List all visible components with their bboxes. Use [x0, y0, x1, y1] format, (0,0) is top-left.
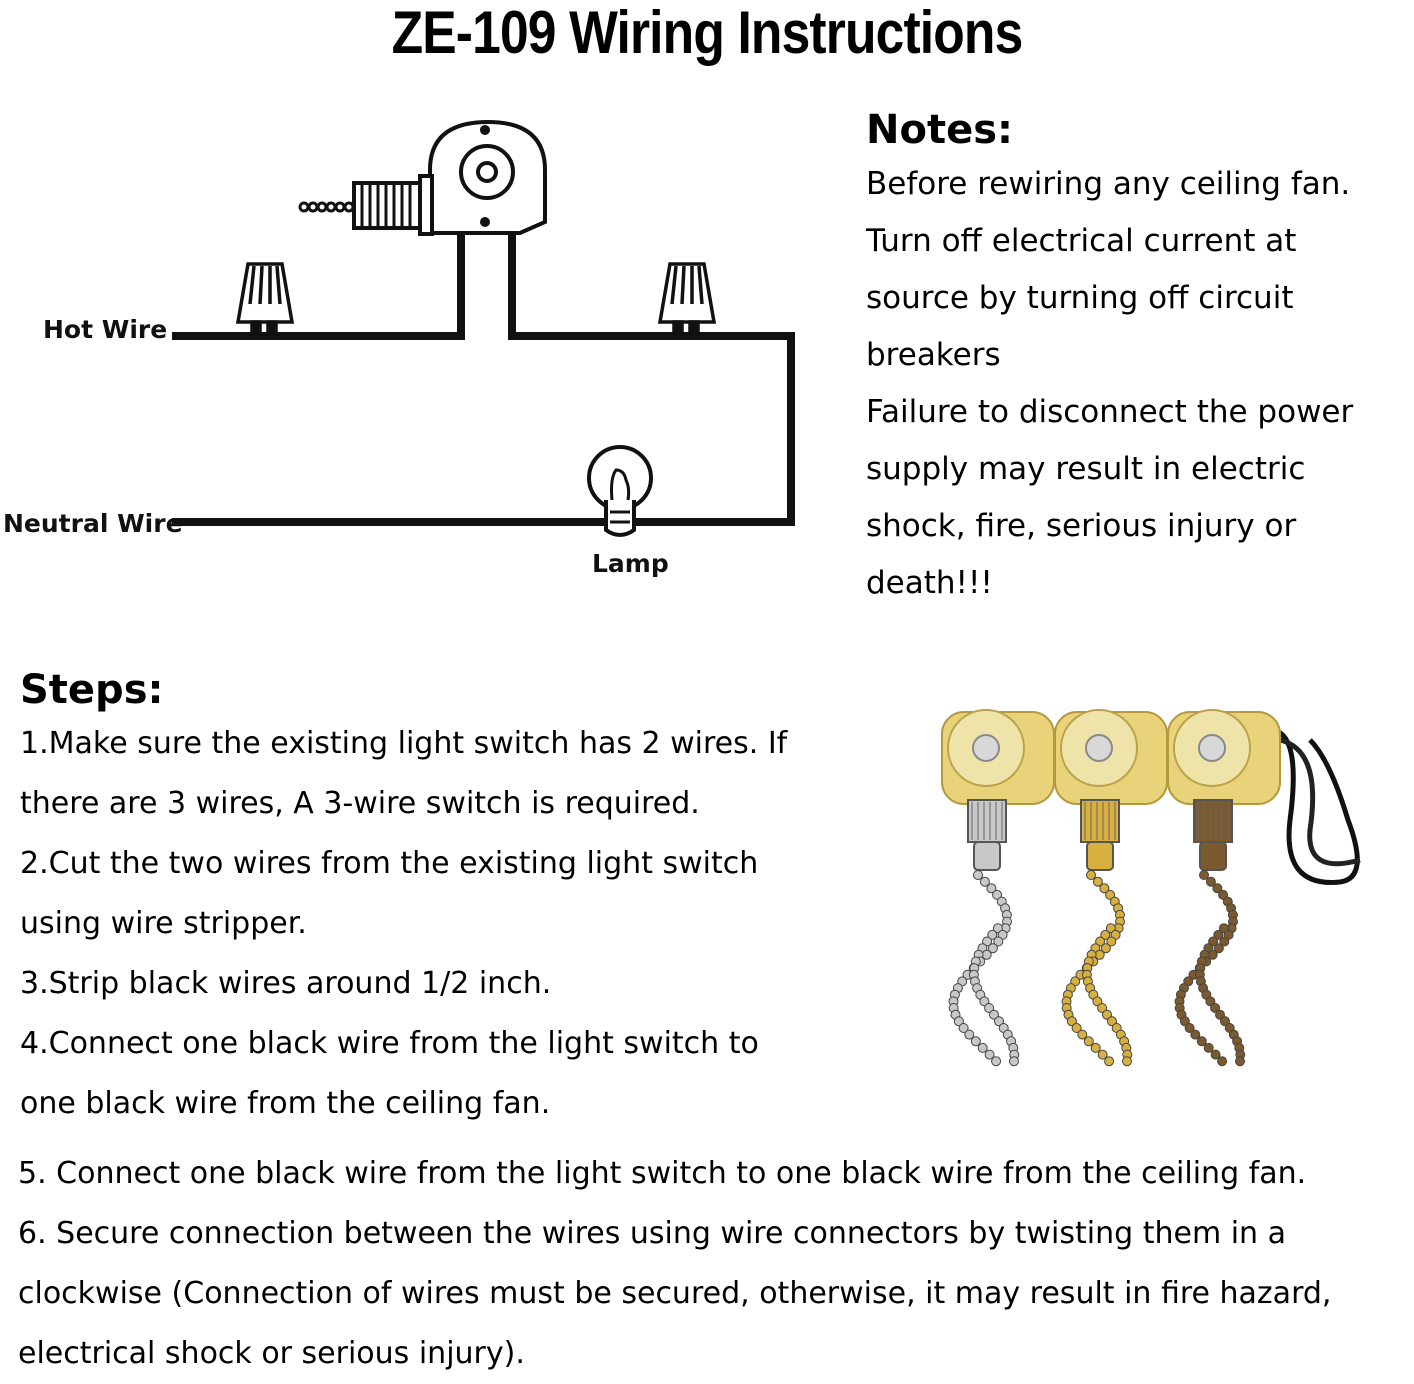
wire-connector-right-icon: [657, 262, 717, 336]
pull-chain-switch-icon: [298, 119, 547, 236]
pull-chain-switch-icon: [1054, 709, 1168, 1067]
lamp-bulb-icon: [587, 445, 653, 537]
step-line: clockwise (Connection of wires must be s…: [18, 1276, 1332, 1311]
step-line: 1.Make sure the existing light switch ha…: [20, 726, 788, 761]
step-line: 2.Cut the two wires from the existing li…: [20, 846, 759, 881]
notes-line: Before rewiring any ceiling fan.: [866, 166, 1351, 202]
steps-list-upper: 1.Make sure the existing light switch ha…: [20, 714, 860, 1134]
lead-wire-icon: [1279, 737, 1361, 867]
notes-line: supply may result in electric: [866, 451, 1306, 487]
notes-line: source by turning off circuit: [866, 280, 1294, 316]
step-line: 3.Strip black wires around 1/2 inch.: [20, 966, 552, 1001]
notes-line: breakers: [866, 337, 1001, 373]
pull-chain-switch-icon: [941, 709, 1055, 1067]
wires: [172, 224, 795, 526]
step-line: using wire stripper.: [20, 906, 307, 941]
wiring-diagram: Hot Wire Neutral Wire Lamp: [3, 119, 795, 578]
notes-line: shock, fire, serious injury or: [866, 508, 1297, 544]
notes-section: Notes: Before rewiring any ceiling fan. …: [866, 104, 1414, 612]
step-line: 5. Connect one black wire from the light…: [18, 1156, 1307, 1191]
notes-line: Failure to disconnect the power: [866, 394, 1354, 430]
step-line: electrical shock or serious injury).: [18, 1336, 525, 1371]
switch-output-wire: [508, 224, 795, 526]
wire-connector-left-icon: [235, 262, 295, 336]
step-line: there are 3 wires, A 3-wire switch is re…: [20, 786, 700, 821]
lamp-label: Lamp: [592, 549, 669, 578]
notes-heading: Notes:: [866, 107, 1014, 153]
product-switches-image: [941, 709, 1361, 1067]
lead-wire-icon: [1269, 727, 1360, 885]
pull-chain-switch-icon: [1167, 709, 1281, 1067]
step-line: one black wire from the ceiling fan.: [20, 1086, 551, 1121]
notes-line: Turn off electrical current at: [866, 223, 1297, 259]
steps-heading: Steps:: [20, 667, 164, 713]
notes-line: death!!!: [866, 565, 993, 601]
hot-wire-label: Hot Wire: [43, 315, 167, 344]
neutral-wire-label: Neutral Wire: [3, 509, 183, 538]
hot-wire: [172, 224, 465, 340]
step-line: 6. Secure connection between the wires u…: [18, 1216, 1286, 1251]
page-title: ZE-109 Wiring Instructions: [391, 0, 1024, 66]
steps-list-lower: 5. Connect one black wire from the light…: [18, 1144, 1408, 1384]
step-line: 4.Connect one black wire from the light …: [20, 1026, 759, 1061]
